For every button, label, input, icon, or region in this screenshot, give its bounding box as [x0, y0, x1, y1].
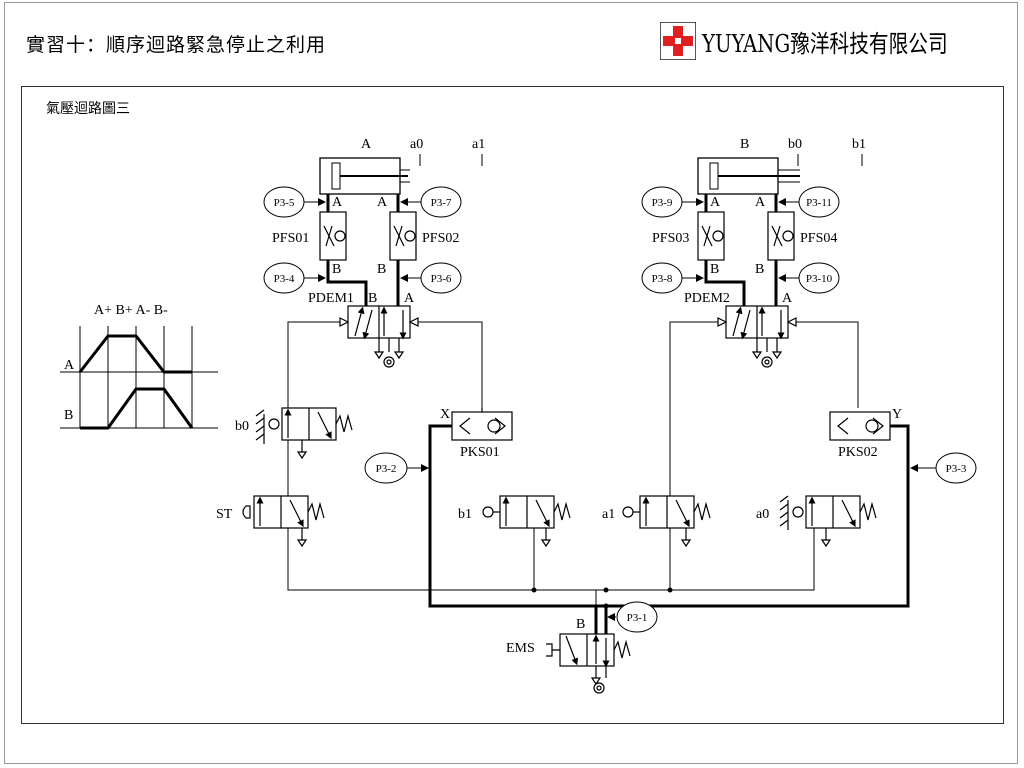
point-p3-6: P3-6 [431, 273, 452, 285]
sensor-b0-label: b0 [788, 137, 802, 152]
cross-logo-icon [660, 22, 696, 60]
port-a-1: A [332, 195, 343, 210]
a0-valve-label: a0 [756, 507, 769, 522]
cylinder-b-label: B [740, 137, 749, 152]
point-p3-11: P3-11 [806, 197, 832, 209]
supply-lines [428, 424, 910, 634]
sensor-b1-label: b1 [852, 137, 866, 152]
a1-valve-label: a1 [602, 507, 615, 522]
sensor-a1-label: a1 [472, 137, 485, 152]
page-border [4, 2, 1018, 764]
point-p3-3: P3-3 [946, 463, 967, 475]
point-p3-9: P3-9 [652, 197, 673, 209]
pfs01-label: PFS01 [272, 231, 309, 246]
point-bubbles [263, 186, 977, 633]
shuttle-valve-pks02 [829, 411, 891, 441]
sequence-row-a: A [64, 358, 75, 373]
point-p3-10: P3-10 [806, 273, 833, 285]
sequence-title: A+ B+ A- B- [94, 303, 168, 318]
port-a-5: A [755, 195, 766, 210]
b1-valve-label: b1 [458, 507, 472, 522]
port-x-label: X [440, 407, 450, 422]
port-b-5: B [755, 262, 764, 277]
port-a-3: A [404, 291, 415, 306]
brand-chinese: 豫洋科技有限公司 [790, 29, 948, 58]
port-a-4: A [710, 195, 721, 210]
st-valve-label: ST [216, 507, 233, 522]
cylinder-b [697, 154, 863, 195]
brand-logo: YUYANG豫洋科技有限公司 [660, 22, 1002, 60]
port-b-1: B [332, 262, 341, 277]
sequence-chart: A+ B+ A- B- A B [60, 303, 218, 430]
point-p3-4: P3-4 [274, 273, 295, 285]
diagram-title: 氣壓迴路圖三 [46, 101, 130, 117]
b0-valve-label: b0 [235, 419, 249, 434]
port-b-2: B [377, 262, 386, 277]
limit-valve-a0 [779, 495, 877, 548]
port-a-6: A [782, 291, 793, 306]
port-a-2: A [377, 195, 388, 210]
point-p3-1: P3-1 [627, 612, 648, 624]
port-y-label: Y [892, 407, 902, 422]
junctions [531, 587, 673, 609]
cylinder-a-label: A [361, 137, 372, 152]
pdem1-label: PDEM1 [308, 291, 354, 306]
page-title: 實習十：順序迴路緊急停止之利用 [26, 34, 327, 56]
point-p3-8: P3-8 [652, 273, 673, 285]
pks01-label: PKS01 [460, 445, 500, 460]
pfs02-label: PFS02 [422, 231, 459, 246]
emergency-valve-ems [546, 633, 631, 694]
diagram-panel [21, 86, 1004, 724]
port-b-ems: B [576, 617, 585, 632]
point-labels: P3-1 P3-2 P3-3 P3-4 P3-5 P3-6 P3-7 P3-8 … [274, 197, 967, 624]
pfs03-label: PFS03 [652, 231, 689, 246]
limit-valve-b0 [255, 407, 353, 460]
port-b-3: B [368, 291, 377, 306]
sequence-row-b: B [64, 408, 73, 423]
start-valve-st [242, 495, 325, 548]
ems-valve-label: EMS [506, 641, 535, 656]
limit-valve-a1 [622, 495, 711, 548]
shuttle-valve-pks01 [451, 408, 513, 441]
cylinder-a [319, 154, 483, 195]
point-p3-2: P3-2 [376, 463, 397, 475]
port-b-4: B [710, 262, 719, 277]
pfs04-label: PFS04 [800, 231, 837, 246]
main-valve-pdem1 [339, 305, 419, 368]
point-p3-5: P3-5 [274, 197, 295, 209]
brand-name: YUYANG [702, 29, 791, 58]
main-valve-pdem2 [717, 305, 797, 368]
sensor-a0-label: a0 [410, 137, 423, 152]
brand-text: YUYANG豫洋科技有限公司 [702, 24, 948, 59]
pdem2-label: PDEM2 [684, 291, 730, 306]
flow-controls [319, 211, 795, 261]
point-p3-7: P3-7 [431, 197, 452, 209]
pks02-label: PKS02 [838, 445, 878, 460]
limit-valve-b1 [482, 495, 571, 548]
